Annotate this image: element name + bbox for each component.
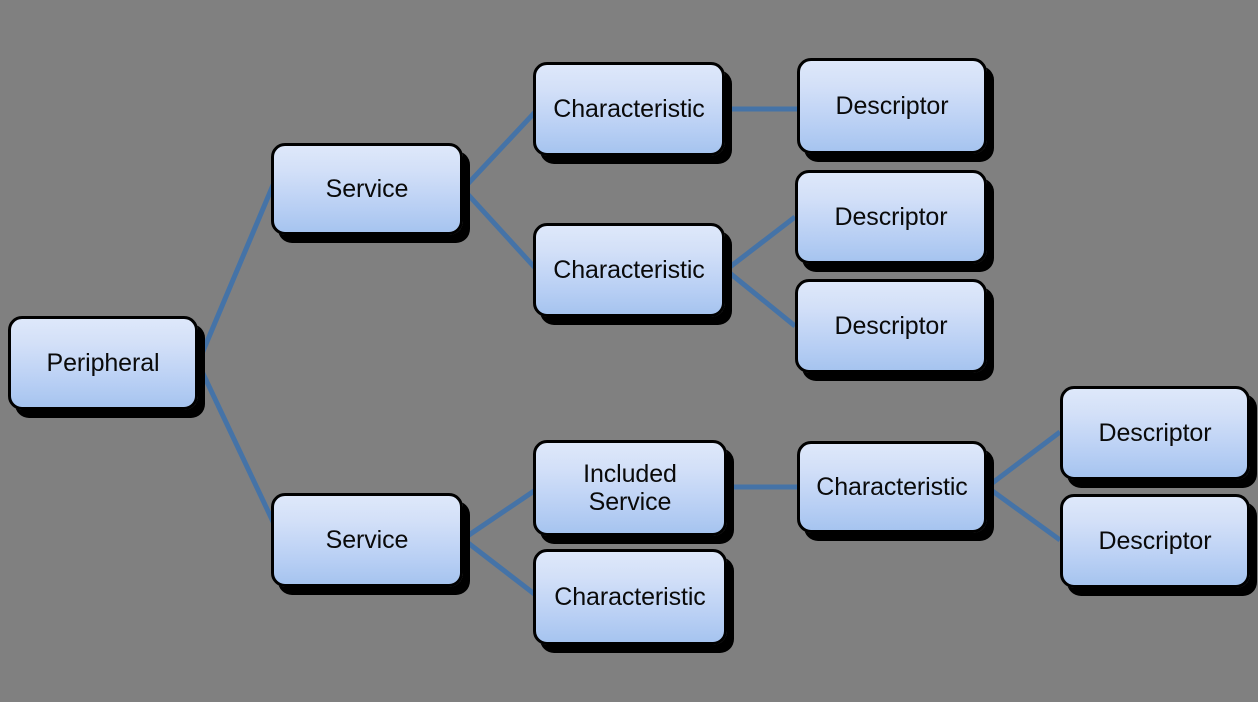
node-service-top[interactable]: Service [271, 143, 463, 235]
node-desc-top-2[interactable]: Descriptor [795, 170, 987, 264]
node-service-bottom[interactable]: Service [271, 493, 463, 587]
node-peripheral[interactable]: Peripheral [8, 316, 198, 410]
edge-char-top-2-to-desc-top-2 [724, 215, 797, 272]
node-char-top-2[interactable]: Characteristic [533, 223, 725, 317]
edge-char-mid-right-to-desc-bottom-1 [985, 430, 1062, 489]
node-desc-bottom-1[interactable]: Descriptor [1060, 386, 1250, 480]
node-char-mid-right[interactable]: Characteristic [797, 441, 987, 533]
edge-peripheral-to-service-bottom [195, 361, 279, 530]
node-char-top-1[interactable]: Characteristic [533, 62, 725, 156]
edge-service-bottom-to-included-service [461, 486, 539, 542]
edge-char-mid-right-to-desc-bottom-2 [985, 484, 1062, 543]
edge-service-bottom-to-char-bottom-1 [461, 537, 539, 598]
node-desc-top-1[interactable]: Descriptor [797, 58, 987, 154]
node-desc-bottom-2[interactable]: Descriptor [1060, 494, 1250, 588]
edge-peripheral-to-service-top [195, 177, 279, 364]
edge-service-top-to-char-top-2 [461, 187, 539, 272]
edge-service-top-to-char-top-1 [461, 108, 539, 191]
node-desc-top-3[interactable]: Descriptor [795, 279, 987, 373]
node-char-bottom-1[interactable]: Characteristic [533, 549, 727, 645]
edge-char-top-2-to-desc-top-3 [724, 268, 797, 328]
node-included-service[interactable]: Included Service [533, 440, 727, 536]
